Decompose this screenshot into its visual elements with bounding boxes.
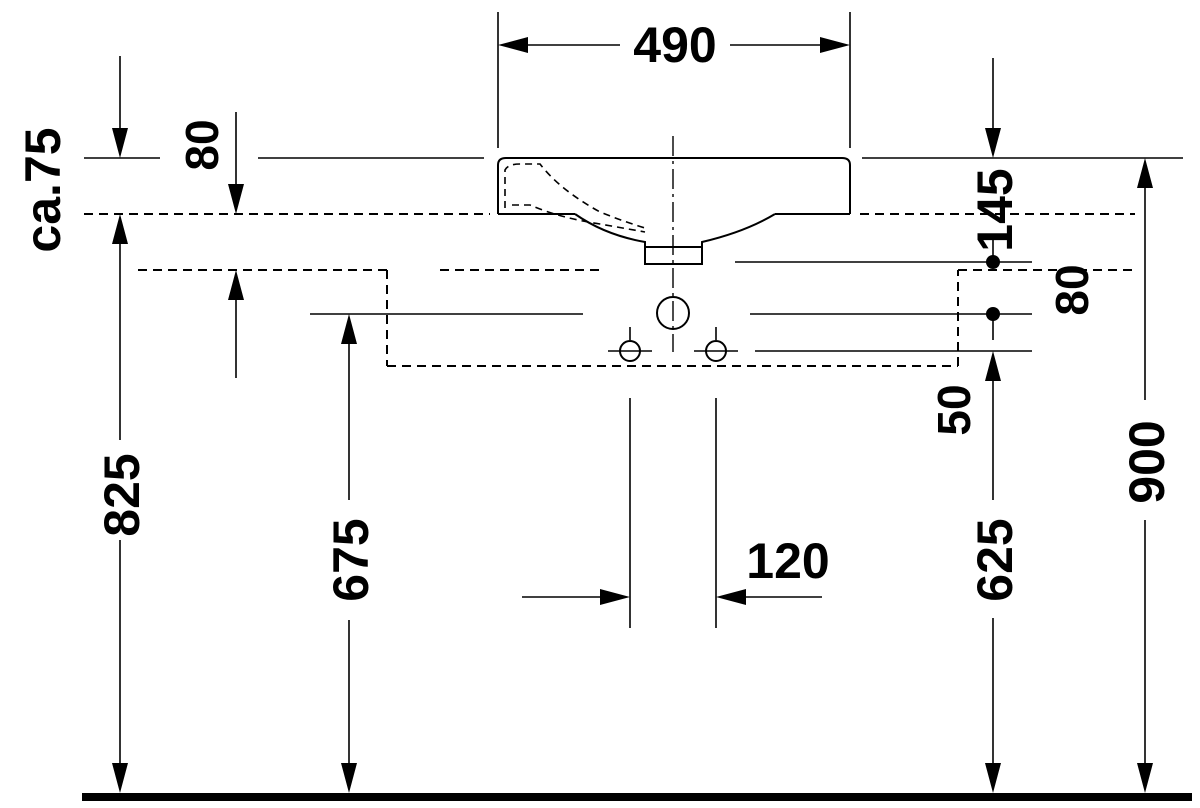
trap-point-marker — [986, 307, 1000, 321]
dim-supply-offset: 50 — [928, 384, 980, 435]
floor-line — [82, 793, 1192, 801]
dim-waste-height: 145 — [967, 168, 1023, 251]
cabinet-outline — [138, 269, 1135, 367]
dim-supply-height: 625 — [967, 518, 1023, 601]
dim-rim-thickness: 80 — [176, 119, 228, 170]
waste-point-marker — [986, 255, 1000, 269]
basin-outline — [497, 157, 851, 265]
dim-overall-height: 900 — [1119, 420, 1175, 503]
dim-top-of-cabinet: 825 — [94, 453, 150, 536]
dim-supply-spacing: 120 — [746, 533, 829, 589]
trap-outlet — [656, 296, 690, 330]
dim-basin-width: 490 — [633, 17, 716, 73]
dim-trap-height: 675 — [323, 518, 379, 601]
dim-trap-spacing: 80 — [1046, 264, 1098, 315]
dim-overflow-depth: ca.75 — [15, 127, 71, 252]
